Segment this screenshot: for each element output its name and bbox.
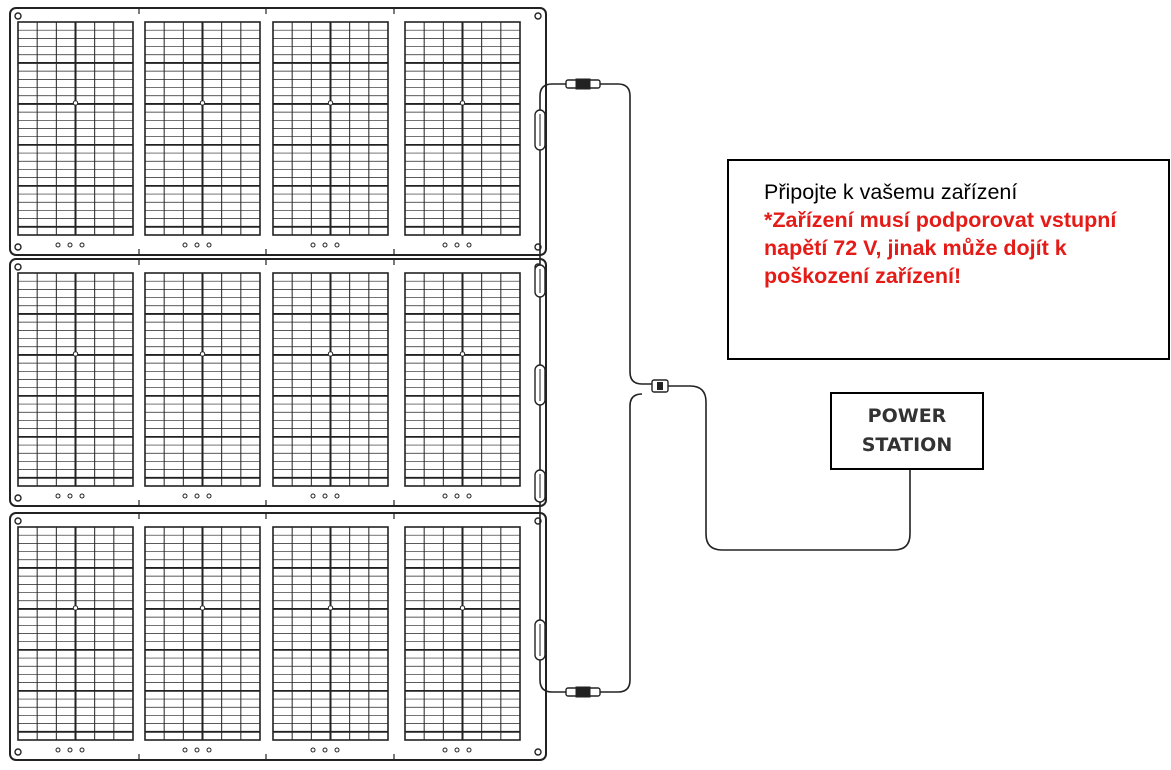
power-station-box: POWER STATION: [830, 392, 984, 470]
solar-module: [272, 21, 389, 248]
device-note-box: Připojte k vašemu zařízení *Zařízení mus…: [727, 159, 1170, 360]
inline-connector: [534, 264, 546, 298]
solar-module: [404, 526, 521, 753]
solar-panel-array: [9, 7, 547, 761]
inline-connector: [534, 469, 546, 503]
cable-to-power-station: [668, 385, 911, 551]
solar-module: [17, 21, 134, 248]
cable-inner: [600, 83, 652, 693]
solar-module: [144, 21, 261, 248]
solar-module: [404, 21, 521, 248]
power-station-label: POWER STATION: [861, 405, 953, 456]
mc4-connector-icon: [565, 78, 601, 90]
solar-module: [272, 526, 389, 753]
solar-module: [17, 526, 134, 753]
voltage-warning: *Zařízení musí podporovat vstupní napětí…: [764, 208, 1117, 288]
note-line: Připojte k vašemu zařízení: [764, 180, 1018, 204]
connectors: [534, 78, 669, 698]
inline-connector: [534, 109, 546, 151]
solar-module: [144, 272, 261, 499]
inline-connector: [534, 364, 546, 406]
solar-module: [404, 272, 521, 499]
solar-module: [17, 272, 134, 499]
solar-module: [144, 526, 261, 753]
solar-panel-icon: [9, 512, 547, 761]
branch-connector-icon: [651, 379, 669, 393]
solar-module: [272, 272, 389, 499]
solar-panel-icon: [9, 258, 547, 507]
mc4-connector-icon: [565, 686, 601, 698]
inline-connector: [534, 619, 546, 661]
solar-panel-icon: [9, 7, 547, 256]
